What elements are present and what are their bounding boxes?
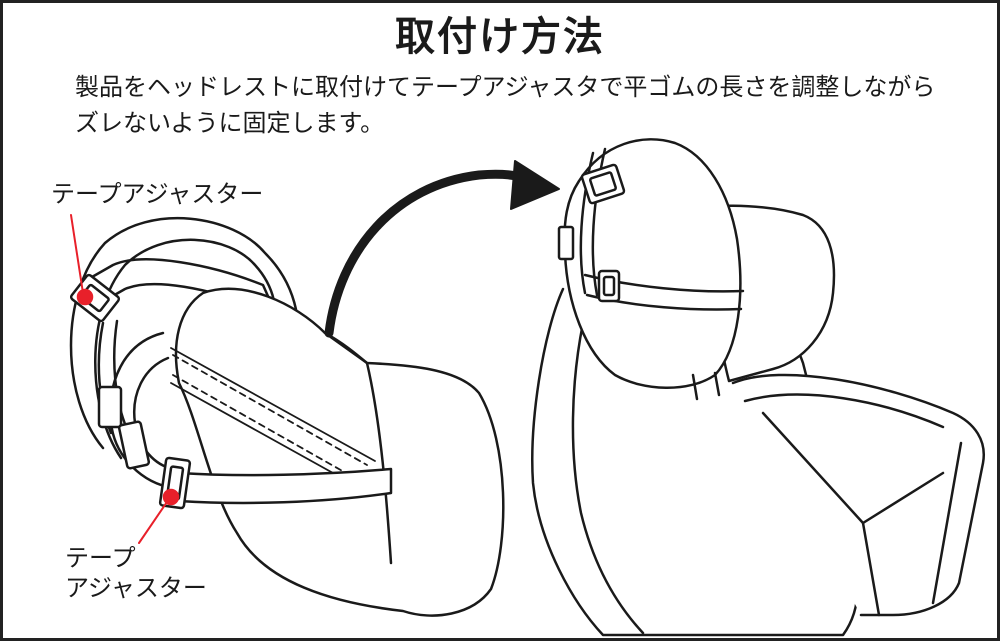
callout-bottom-line-2: アジャスター xyxy=(65,574,207,602)
callout-tape-adjuster-bottom: テープ アジャスター xyxy=(65,543,207,603)
arrow-right xyxy=(324,160,560,338)
instruction-line-1: 製品をヘッドレストに取付けてテープアジャスタで平ゴムの長さを調整しながら xyxy=(75,73,936,101)
car-seat-with-pillow xyxy=(531,138,985,637)
instruction-line-2: ズレないように固定します。 xyxy=(75,109,385,137)
callout-markers xyxy=(70,214,180,544)
callout-bottom-line-1: テープ xyxy=(65,544,136,572)
instruction-text: 製品をヘッドレストに取付けてテープアジャスタで平ゴムの長さを調整しながら ズレな… xyxy=(75,69,975,141)
page-title: 取付け方法 xyxy=(395,14,605,60)
illustration xyxy=(69,138,985,637)
callout-tape-adjuster-top: テープアジャスター xyxy=(51,180,264,208)
headrest-with-pillow xyxy=(69,216,505,617)
